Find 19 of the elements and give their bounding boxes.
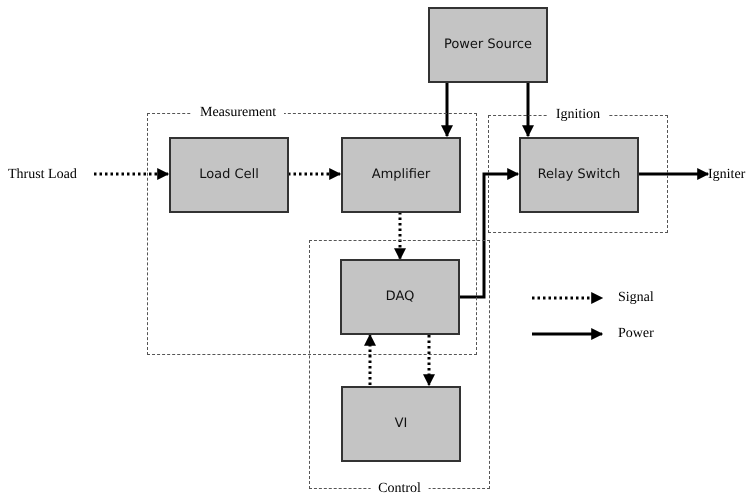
legend-label: Power — [618, 325, 654, 343]
process-box: Amplifier — [341, 137, 461, 213]
process-box: VI — [341, 386, 461, 462]
power-arrow — [441, 83, 453, 138]
process-box: Power Source — [428, 7, 548, 83]
legend-label: Signal — [618, 289, 654, 307]
signal-label: Thrust Load — [8, 164, 94, 184]
signal-arrow — [423, 335, 435, 386]
signal-arrow — [94, 168, 170, 180]
process-box: Load Cell — [169, 137, 289, 213]
power-arrow — [522, 83, 534, 138]
signal-arrow — [364, 334, 376, 385]
power-arrow — [638, 168, 710, 180]
process-box: Relay Switch — [519, 137, 639, 213]
power-arrow — [460, 168, 520, 298]
process-box: DAQ — [340, 259, 460, 335]
signal-label: Igniter — [708, 164, 751, 184]
signal-arrow — [394, 212, 406, 260]
signal-arrow — [288, 168, 342, 180]
